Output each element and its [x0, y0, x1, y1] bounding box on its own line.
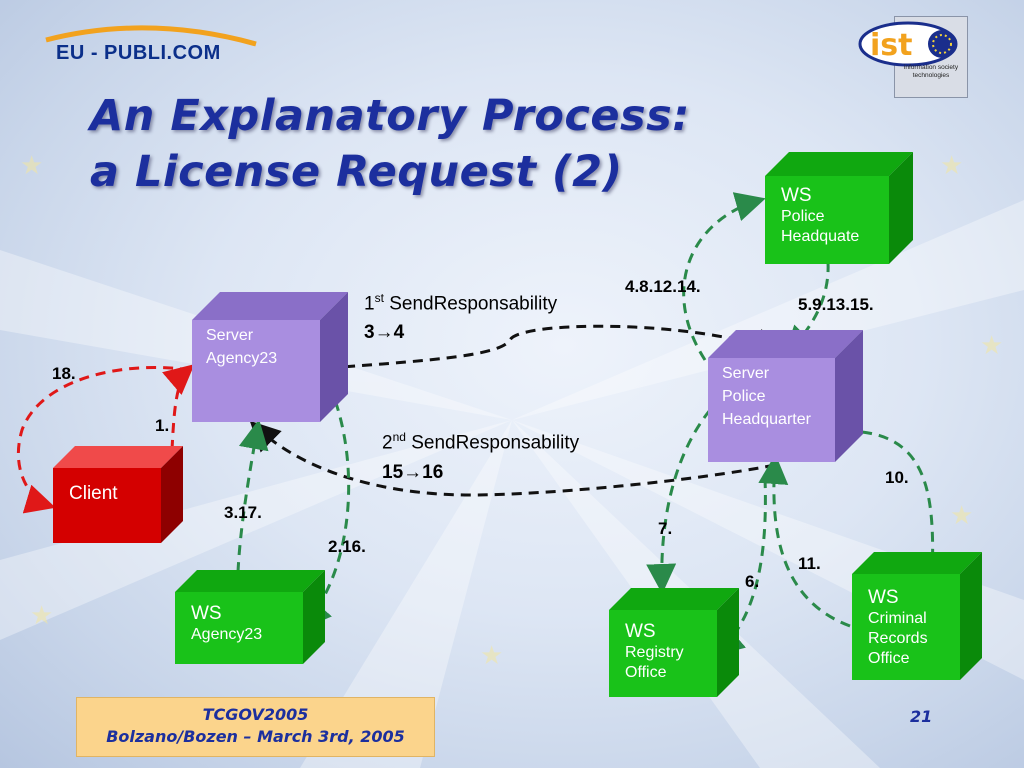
eu-publi-logo-text: EU - PUBLI.COM — [56, 42, 221, 64]
page-number: 21 — [910, 707, 933, 726]
caption-first-steps: 3→4 — [364, 322, 405, 343]
step-label-6: 6. — [745, 572, 760, 591]
caption-second-superscript: nd — [392, 430, 406, 444]
background-star-icon: ★ — [480, 640, 504, 670]
background-star-icon: ★ — [20, 150, 44, 180]
caption-first-text: SendResponsability — [383, 293, 558, 315]
step-label-18: 18. — [52, 364, 76, 383]
arrow-send-responsibility-1 — [327, 324, 784, 370]
caption-first-superscript: st — [374, 291, 384, 305]
footer-conference-name: TCGOV2005 — [202, 705, 309, 724]
ws-agency23-label-2: Agency23 — [191, 626, 263, 643]
ws-criminal-label-1: WS — [868, 587, 899, 608]
background-star-icon: ★ — [950, 500, 974, 530]
footer-conference-box: TCGOV2005 Bolzano/Bozen – March 3rd, 200… — [76, 697, 435, 757]
server-police-headquarter-node: Server Police Headquarter — [708, 330, 863, 462]
caption-second-send-responsability: 2nd SendResponsability — [382, 430, 579, 454]
server-agency23-label-1: Server — [206, 327, 254, 344]
ws-registry-label-1: WS — [625, 621, 656, 642]
ws-registry-label-3: Office — [625, 664, 667, 681]
page-title: An Explanatory Process: a License Reques… — [90, 88, 690, 200]
step-label-3-17: 3.17. — [224, 503, 262, 522]
ws-agency23-label-1: WS — [191, 603, 222, 624]
ist-logo-caption: information society technologies — [903, 64, 959, 79]
ws-registry-office-node: WS Registry Office — [609, 588, 739, 697]
server-police-label-3: Headquarter — [722, 411, 811, 428]
arrow-send-responsibility-2 — [249, 420, 776, 497]
server-agency23-label-2: Agency23 — [206, 350, 278, 367]
caption-second-text: SendResponsability — [405, 432, 580, 454]
step-label-2-16: 2.16. — [328, 537, 366, 556]
ws-registry-label-2: Registry — [625, 644, 684, 661]
arrow-11 — [758, 454, 851, 628]
step-label-5-9-13-15: 5.9.13.15. — [798, 295, 874, 314]
ws-police-headquarter-node: WS Police Headquate — [765, 152, 913, 264]
ist-logo: ist information society technologies — [856, 16, 968, 98]
ws-criminal-label-2: Criminal — [868, 610, 927, 627]
step-label-1: 1. — [155, 416, 170, 435]
arrow-3-17 — [236, 419, 269, 573]
ws-criminal-label-4: Office — [868, 650, 910, 667]
caption-second-number: 2 — [382, 432, 393, 454]
server-police-label-2: Police — [722, 388, 766, 405]
caption-second-steps: 15→16 — [382, 462, 444, 483]
caption-first-send-responsability: 1st SendResponsability — [364, 291, 557, 315]
server-agency23-node: Server Agency23 — [192, 292, 348, 422]
arrow-7 — [646, 409, 712, 594]
ws-police-label-3: Headquate — [781, 228, 860, 245]
footer-conference-date: Bolzano/Bozen – March 3rd, 2005 — [106, 727, 405, 746]
client-node: Client — [53, 446, 185, 543]
ws-criminal-records-office-node: WS Criminal Records Office — [852, 552, 982, 680]
step-label-10: 10. — [885, 468, 909, 487]
arrow-18-server-to-client — [16, 366, 191, 514]
background-star-icon: ★ — [30, 600, 54, 630]
arrow-10 — [861, 430, 948, 586]
logo-swoosh-icon — [45, 25, 257, 47]
ws-criminal-label-3: Records — [868, 630, 928, 647]
title-line-1: An Explanatory Process: — [90, 91, 690, 141]
title-line-2: a License Request (2) — [90, 147, 623, 197]
arrow-1-client-to-server — [162, 364, 195, 451]
eu-publi-logo: EU - PUBLI.COM — [38, 22, 263, 74]
server-police-label-1: Server — [722, 365, 770, 382]
arrow-6 — [713, 477, 767, 656]
arrow-4-8-12-14 — [682, 192, 766, 361]
ws-agency23-node: WS Agency23 — [175, 570, 325, 664]
ws-police-label-2: Police — [781, 208, 825, 225]
ws-police-label-1: WS — [781, 185, 812, 206]
step-label-7: 7. — [658, 519, 673, 538]
ist-logo-lettering: ist — [870, 28, 912, 63]
caption-first-number: 1 — [364, 293, 375, 315]
background-star-icon: ★ — [940, 150, 964, 180]
client-label: Client — [69, 483, 118, 504]
step-label-11: 11. — [798, 554, 821, 573]
step-label-4-8-12-14: 4.8.12.14. — [625, 277, 701, 296]
background-star-icon: ★ — [980, 330, 1004, 360]
ist-globe-icon: ist — [858, 21, 958, 67]
